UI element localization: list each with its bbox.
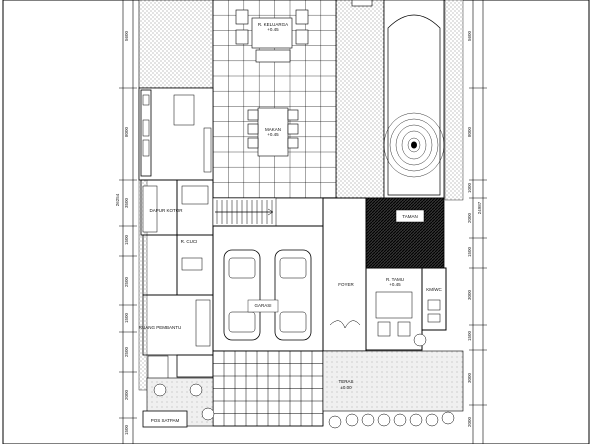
marker-r-keluarga: +0.45 bbox=[267, 27, 279, 32]
taman-dotted bbox=[335, 0, 385, 199]
shrub bbox=[413, 333, 427, 347]
room-label-ruang-pembantu: RUANG PEMBANTU bbox=[139, 325, 182, 330]
right-dim-7: 3000 bbox=[467, 372, 472, 383]
left-dim-6: 2500 bbox=[124, 346, 129, 357]
right-total-dim: 24987 bbox=[477, 201, 482, 214]
terrace-deck: TAMAN bbox=[365, 197, 445, 269]
left-dim-5: 1500 bbox=[124, 312, 129, 323]
dimension-lines bbox=[122, 0, 484, 444]
garage: GARASI bbox=[212, 225, 324, 352]
marker-makan: +0.45 bbox=[267, 132, 279, 137]
room-labels: R. KELUARGA +0.45 MAKAN +0.45 DAPUR KOTO… bbox=[139, 19, 442, 423]
left-dim-1: 8000 bbox=[124, 126, 129, 137]
shrub bbox=[361, 413, 375, 427]
marker-teras: ±0.00 bbox=[340, 385, 352, 390]
right-dim-5: 3000 bbox=[467, 289, 472, 300]
left-dim-8: 1500 bbox=[124, 424, 129, 435]
right-dim-4: 1500 bbox=[467, 246, 472, 257]
room-label-km-wc: KM/WC bbox=[426, 287, 442, 292]
room-label-dapur-kotor: DAPUR KOTOR bbox=[150, 208, 184, 213]
shrub bbox=[345, 413, 359, 427]
room-label-makan: MAKAN bbox=[265, 127, 281, 132]
room-label-r-tamu: R. TAMU bbox=[386, 277, 404, 282]
left-total-dim: 26254 bbox=[115, 193, 120, 206]
front-paving bbox=[142, 350, 464, 428]
room-label-pos-satpam: POS SATPAM bbox=[151, 418, 180, 423]
shrub bbox=[153, 383, 167, 397]
stair bbox=[212, 197, 277, 227]
room-label-taman: TAMAN bbox=[402, 214, 417, 219]
left-dim-2: 3500 bbox=[124, 197, 129, 208]
room-label-r-keluarga: R. KELUARGA bbox=[258, 22, 288, 27]
left-side-yard bbox=[138, 0, 214, 89]
right-dim-3: 2000 bbox=[467, 212, 472, 223]
room-label-garasi: GARASI bbox=[254, 303, 271, 308]
shrub bbox=[189, 383, 203, 397]
shrub bbox=[201, 407, 215, 421]
shrub bbox=[393, 413, 407, 427]
shrub bbox=[425, 413, 439, 427]
garden-pool bbox=[383, 0, 445, 199]
left-dim-7: 2000 bbox=[124, 389, 129, 400]
shrub bbox=[328, 415, 342, 429]
service-zone bbox=[138, 87, 214, 378]
left-dimension-labels: 5600 8000 3500 1500 2500 1500 2500 2000 … bbox=[115, 30, 129, 435]
left-dim-3: 1500 bbox=[124, 234, 129, 245]
room-label-teras: TERAS bbox=[338, 379, 353, 384]
shrub bbox=[377, 413, 391, 427]
right-dim-0: 5600 bbox=[467, 30, 472, 41]
right-dim-2: 1000 bbox=[467, 182, 472, 193]
room-label-foyer: FOYER bbox=[338, 282, 354, 287]
marker-r-tamu: +0.45 bbox=[389, 282, 401, 287]
shrubs bbox=[153, 333, 455, 429]
right-garden-strip bbox=[444, 0, 464, 201]
right-dim-1: 8000 bbox=[467, 126, 472, 137]
right-dim-8: 2000 bbox=[467, 416, 472, 427]
left-dim-0: 5600 bbox=[124, 30, 129, 41]
right-dim-6: 1500 bbox=[467, 330, 472, 341]
left-dim-4: 2500 bbox=[124, 276, 129, 287]
room-label-r-cuci: R. CUCI bbox=[181, 239, 198, 244]
shrub bbox=[409, 413, 423, 427]
right-dimension-labels: 5600 8000 1000 2000 1500 3000 1500 3000 … bbox=[467, 30, 482, 427]
shrub bbox=[441, 411, 455, 425]
